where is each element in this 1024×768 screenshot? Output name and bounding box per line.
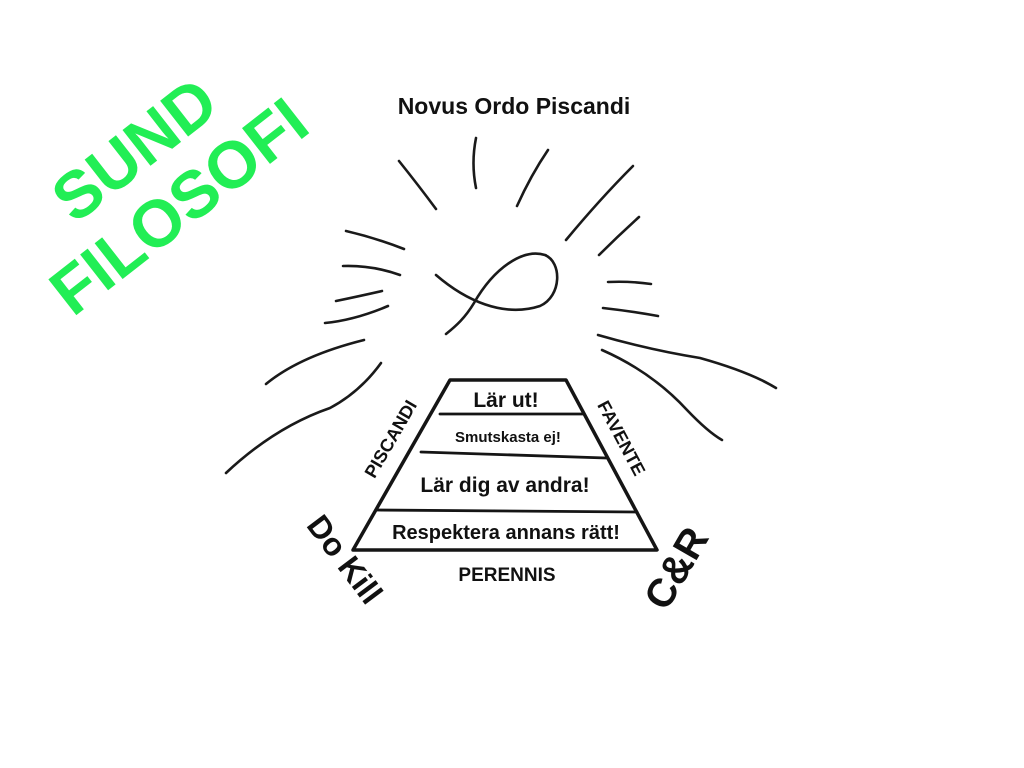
ray-9 (334, 289, 384, 303)
ray-13 (224, 361, 383, 475)
pyramid-levels: Lär ut! Smutskasta ej! Lär dig av andra!… (392, 389, 620, 544)
light-rays (224, 136, 778, 475)
left-side-label: PISCANDI (361, 397, 421, 481)
diagram-title: Novus Ordo Piscandi (398, 93, 631, 119)
ray-12 (264, 338, 366, 386)
ray-1 (472, 136, 478, 190)
level-4-label: Respektera annans rätt! (392, 522, 620, 544)
ray-10 (323, 304, 390, 325)
corner-left-label: Do Kill (300, 508, 390, 611)
ray-4 (397, 159, 438, 211)
ray-7 (341, 264, 402, 277)
level-2-label: Smutskasta ej! (455, 429, 561, 446)
ray-11 (601, 306, 660, 318)
ray-5 (344, 229, 406, 251)
sund-filosofi-stamp: SUND FILOSOFI (36, 63, 321, 329)
right-side-label: FAVENTE (593, 397, 649, 479)
ray-14 (596, 333, 778, 390)
ray-8 (606, 280, 653, 286)
level-3-label: Lär dig av andra! (420, 474, 589, 497)
divider-3 (374, 508, 639, 514)
pyramid-dividers (374, 412, 639, 514)
ray-15 (600, 348, 724, 442)
ichthys-fish-icon (434, 252, 559, 336)
pyramid-outline (351, 378, 659, 552)
ray-3 (564, 164, 635, 242)
ray-6 (597, 215, 641, 257)
divider-2 (419, 450, 608, 460)
base-label: PERENNIS (458, 565, 555, 586)
level-1-label: Lär ut! (473, 389, 538, 412)
ray-2 (515, 148, 550, 208)
